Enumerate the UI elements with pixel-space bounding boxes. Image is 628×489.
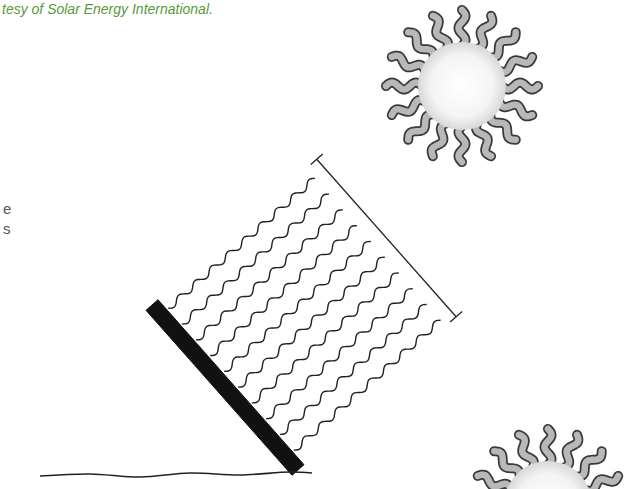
- sun-ray: [459, 126, 466, 162]
- sunlight-rays: [168, 178, 440, 450]
- sun-ray: [459, 126, 466, 162]
- light-ray: [224, 241, 371, 371]
- ground-line: [40, 472, 312, 477]
- sun-ray: [490, 32, 515, 57]
- sun-ray: [432, 123, 447, 156]
- sun-ray: [386, 83, 422, 90]
- solar-panel: [146, 300, 304, 476]
- sun-ray: [502, 83, 538, 90]
- sun-ray: [499, 57, 532, 72]
- sun-ray: [476, 123, 491, 156]
- sun-ray: [585, 476, 618, 489]
- sun-ray: [392, 100, 425, 115]
- light-ray: [252, 273, 399, 403]
- sun-ray: [478, 475, 511, 489]
- sun-ray: [477, 16, 492, 49]
- sun-ray: [563, 435, 578, 468]
- sun-ray: [408, 32, 433, 57]
- sun-ray: [432, 123, 447, 156]
- sun-ray: [519, 435, 534, 468]
- sun-ray: [408, 32, 433, 57]
- cropped-letter: s: [3, 220, 11, 237]
- sun-ray: [478, 475, 511, 489]
- sun-ray: [392, 56, 425, 71]
- ground: [40, 472, 312, 477]
- light-ray: [168, 178, 315, 308]
- light-ray: [196, 210, 343, 340]
- sun-ray: [386, 83, 422, 90]
- sun-ray: [494, 451, 519, 476]
- light-ray: [280, 305, 427, 435]
- credit-caption: tesy of Solar Energy International.: [2, 1, 213, 17]
- bracket-line: [317, 159, 456, 317]
- sun-ray: [519, 435, 534, 468]
- light-ray: [210, 226, 357, 356]
- sun-ray: [408, 114, 433, 139]
- sun-ray: [585, 476, 618, 489]
- sun-ray: [499, 101, 532, 116]
- dimension-bracket: [311, 154, 462, 322]
- sun-ray: [545, 429, 552, 465]
- sun-ray: [392, 56, 425, 71]
- sun-ray: [494, 451, 519, 476]
- sun-ray: [490, 32, 515, 57]
- sun-ray: [433, 16, 448, 49]
- sun-ray: [476, 123, 491, 156]
- sun-ray: [408, 114, 433, 139]
- sun-ray: [545, 429, 552, 465]
- sun-ray: [499, 57, 532, 72]
- sun-symbol: [472, 429, 624, 489]
- sun-ray: [459, 10, 466, 46]
- panel-body: [146, 300, 304, 476]
- sun-ray: [477, 16, 492, 49]
- sun-body: [418, 42, 506, 130]
- light-ray: [266, 289, 413, 419]
- sun-ray: [433, 16, 448, 49]
- light-ray: [294, 320, 441, 450]
- cropped-letter: e: [3, 200, 11, 217]
- sun-symbol: [386, 10, 538, 162]
- sun-ray: [563, 435, 578, 468]
- sun-body: [504, 461, 592, 489]
- bracket-tick: [311, 154, 323, 165]
- sun-ray: [490, 114, 515, 139]
- bracket-tick: [450, 311, 462, 322]
- sun-ray: [392, 100, 425, 115]
- light-ray: [182, 194, 329, 324]
- sun-ray: [459, 10, 466, 46]
- light-ray: [238, 257, 385, 387]
- sun-ray: [502, 83, 538, 90]
- sun-ray: [490, 114, 515, 139]
- sun-ray: [576, 451, 601, 476]
- sun-ray: [576, 451, 601, 476]
- sun-ray: [499, 101, 532, 116]
